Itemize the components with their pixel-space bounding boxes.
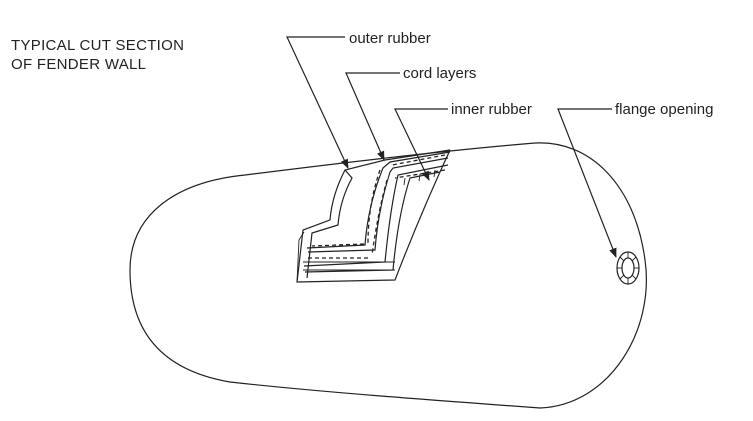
cord-layer-line-1	[391, 154, 446, 166]
fender-body-outline	[129, 142, 647, 409]
wall-cut-section	[296, 149, 451, 283]
cord-layer-line-4	[394, 169, 446, 179]
leader-inner-rubber	[394, 108, 448, 181]
label-outer-rubber: outer rubber	[349, 30, 431, 47]
caption-line-2: OF FENDER WALL	[11, 56, 147, 73]
leader-outer-rubber	[286, 36, 349, 169]
label-cord-layers: cord layers	[403, 65, 477, 82]
caption-line-1: TYPICAL CUT SECTION	[11, 37, 185, 54]
leader-flange-opening	[557, 108, 617, 258]
cord-layer-line-2	[367, 169, 381, 244]
flange-opening-icon	[616, 251, 640, 285]
cord-layer-line-3	[311, 243, 365, 247]
label-inner-rubber: inner rubber	[451, 101, 532, 118]
leader-cord-layers	[345, 72, 400, 161]
cord-layer-line-5	[371, 179, 388, 256]
diagram-caption: TYPICAL CUT SECTION OF FENDER WALL	[11, 36, 184, 74]
label-flange-opening: flange opening	[615, 101, 714, 118]
